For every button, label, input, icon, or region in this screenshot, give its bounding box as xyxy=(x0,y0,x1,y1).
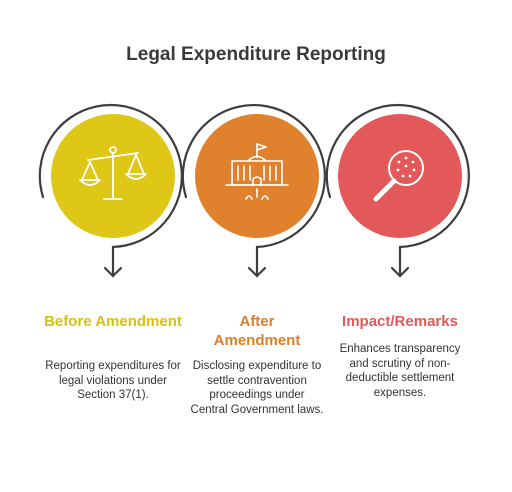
description-before-amendment: Reporting expenditures for legal violati… xyxy=(45,360,181,401)
magnifying-glass-icon xyxy=(373,150,424,202)
arrow-head-impact xyxy=(390,266,410,278)
description-impact-remarks: Enhances transparency and scrutiny of no… xyxy=(339,343,461,399)
description-after-amendment: Disclosing expenditure to settle contrav… xyxy=(190,360,324,416)
arrow-head-before xyxy=(103,266,123,278)
arrow-head-after xyxy=(247,266,267,278)
diagram-title: Legal Expenditure Reporting xyxy=(126,44,386,65)
circle-impact xyxy=(338,114,462,238)
arc-before xyxy=(38,103,183,278)
arc-after xyxy=(181,103,326,278)
government-building-icon xyxy=(225,143,289,200)
heading-after-amendment: After Amendment xyxy=(213,313,301,349)
heading-before-amendment: Before Amendment xyxy=(44,313,182,330)
scales-of-justice-icon xyxy=(79,146,147,200)
circle-after xyxy=(195,114,319,238)
heading-impact-remarks: Impact/Remarks xyxy=(342,313,458,330)
arc-impact xyxy=(325,103,470,278)
